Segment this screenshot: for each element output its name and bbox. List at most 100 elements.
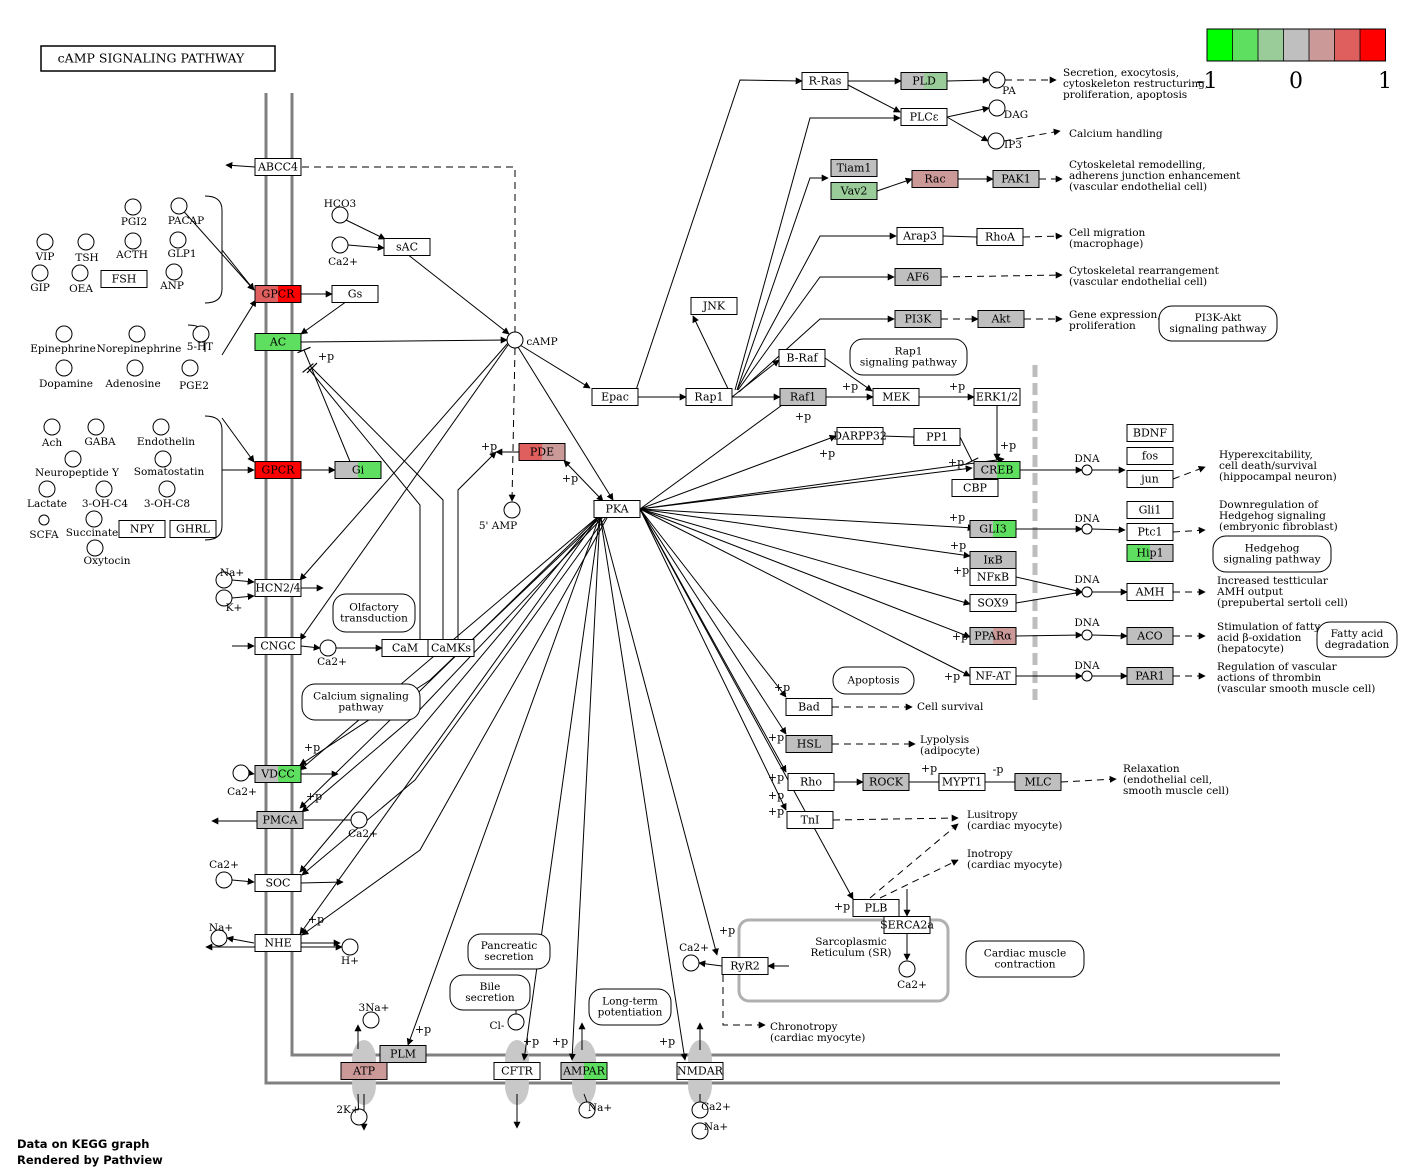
gene-node-ac[interactable]: AC xyxy=(254,333,302,351)
gene-node-pde[interactable]: PDE xyxy=(518,443,566,461)
gene-node-tni[interactable]: TnI xyxy=(786,811,834,829)
gene-node-gpcr1[interactable]: GPCR xyxy=(254,285,302,303)
gene-node-ppara[interactable]: PPARα xyxy=(969,627,1017,645)
gene-node-cbp[interactable]: CBP xyxy=(951,479,999,497)
gene-node-ampar[interactable]: AMPAR xyxy=(560,1062,608,1080)
gene-node-nfat[interactable]: NF-AT xyxy=(969,667,1017,685)
edge xyxy=(299,514,604,766)
gene-node-serca[interactable]: SERCA2a xyxy=(880,916,934,934)
gene-node-af6[interactable]: AF6 xyxy=(894,268,942,286)
gene-node-nmdar[interactable]: NMDAR xyxy=(676,1062,724,1080)
gene-node-cam[interactable]: CaM xyxy=(381,639,429,657)
gene-node-ryr2[interactable]: RyR2 xyxy=(721,957,769,975)
pathway-link-label: Hedgehog xyxy=(1245,543,1300,555)
gene-node-fos[interactable]: fos xyxy=(1126,447,1174,465)
outcome-label-surv: Cell survival xyxy=(917,701,984,713)
gene-label-gpcr1: GPCR xyxy=(262,288,296,301)
gene-node-abcc4[interactable]: ABCC4 xyxy=(254,158,302,176)
gene-node-cftr[interactable]: CFTR xyxy=(493,1062,541,1080)
compound-na_hcn: Na+ xyxy=(215,567,244,589)
gene-node-akt[interactable]: Akt xyxy=(977,310,1025,328)
gene-node-rras[interactable]: R-Ras xyxy=(801,72,849,90)
gene-node-gi[interactable]: Gi xyxy=(334,461,382,479)
gene-node-mek[interactable]: MEK xyxy=(872,388,920,406)
compound-gip: GIP xyxy=(30,264,50,294)
edge xyxy=(946,76,990,84)
gene-node-rho[interactable]: Rho xyxy=(787,773,835,791)
gene-node-gpcr2[interactable]: GPCR xyxy=(254,461,302,479)
gene-node-hsl[interactable]: HSL xyxy=(785,735,833,753)
gene-node-vdcc[interactable]: VDCC xyxy=(254,765,302,783)
gene-node-plm[interactable]: PLM xyxy=(379,1045,427,1063)
gene-node-plb[interactable]: PLB xyxy=(852,899,900,917)
gene-node-jun[interactable]: jun xyxy=(1126,470,1174,488)
gene-node-darpp32[interactable]: DARPP32 xyxy=(833,427,887,445)
outcome-label-line: Gene expression, xyxy=(1069,309,1161,321)
compound-label-ca_soc: Ca2+ xyxy=(209,859,239,871)
gene-node-rhoa[interactable]: RhoA xyxy=(976,228,1024,246)
phospho-minus-label: -p xyxy=(993,763,1004,776)
gene-node-ptc1[interactable]: Ptc1 xyxy=(1126,523,1174,541)
gene-node-gs[interactable]: Gs xyxy=(331,285,379,303)
gene-node-bdnf[interactable]: BDNF xyxy=(1126,424,1174,442)
gene-node-mypt1[interactable]: MYPT1 xyxy=(938,773,986,791)
gene-node-nhe[interactable]: NHE xyxy=(254,934,302,952)
pathway-link-apop[interactable]: Apoptosis xyxy=(832,666,915,695)
gene-node-tiam1[interactable]: Tiam1 xyxy=(830,159,878,177)
legend-tick: -1 xyxy=(1196,69,1217,94)
gene-node-aco[interactable]: ACO xyxy=(1126,627,1174,645)
gene-node-par1[interactable]: PAR1 xyxy=(1126,667,1174,685)
gene-node-npy[interactable]: NPY xyxy=(118,520,166,538)
gene-node-rac[interactable]: Rac xyxy=(911,170,959,188)
edge xyxy=(736,232,897,391)
gene-node-soc[interactable]: SOC xyxy=(254,874,302,892)
inhibition-bar xyxy=(302,363,314,373)
gene-node-pak1[interactable]: PAK1 xyxy=(992,170,1040,188)
gene-node-rock[interactable]: ROCK xyxy=(862,773,910,791)
gene-node-sox9[interactable]: SOX9 xyxy=(969,594,1017,612)
gene-node-fsh[interactable]: FSH xyxy=(100,270,148,288)
gene-node-erk[interactable]: ERK1/2 xyxy=(973,388,1021,406)
compound-k_hcn: K+ xyxy=(215,589,242,614)
gene-node-arap3[interactable]: Arap3 xyxy=(896,227,944,245)
gene-node-amh[interactable]: AMH xyxy=(1126,583,1174,601)
gene-node-atp[interactable]: ATP xyxy=(340,1062,388,1080)
edge xyxy=(345,219,386,240)
gene-node-cngc[interactable]: CNGC xyxy=(254,637,302,655)
gene-node-hip1[interactable]: Hip1 xyxy=(1126,544,1174,562)
gene-node-creb[interactable]: CREB xyxy=(973,461,1021,479)
gene-node-pp1[interactable]: PP1 xyxy=(913,428,961,446)
gene-node-sac[interactable]: sAC xyxy=(383,238,431,256)
compound-epi: Epinephrine xyxy=(30,325,96,355)
gene-node-camks[interactable]: CaMKs xyxy=(427,639,475,657)
gene-node-pi3k[interactable]: PI3K xyxy=(894,310,942,328)
gene-node-braf[interactable]: B-Raf xyxy=(778,349,826,367)
gene-node-plce[interactable]: PLCε xyxy=(900,108,948,126)
gene-node-ikb[interactable]: IκB xyxy=(969,551,1017,569)
gene-node-bad[interactable]: Bad xyxy=(785,698,833,716)
gene-node-jnk[interactable]: JNK xyxy=(690,297,738,315)
gene-node-gli3[interactable]: GLI3 xyxy=(969,520,1017,538)
gene-node-nfkb[interactable]: NFκB xyxy=(969,568,1017,586)
gene-node-gli1[interactable]: Gli1 xyxy=(1126,501,1174,519)
gene-node-raf1[interactable]: Raf1 xyxy=(779,388,827,406)
gene-node-pka[interactable]: PKA xyxy=(593,500,641,518)
gene-node-pld[interactable]: PLD xyxy=(900,72,948,90)
gene-node-rap1[interactable]: Rap1 xyxy=(685,388,733,406)
gene-node-epac[interactable]: Epac xyxy=(591,388,639,406)
gene-node-pmca[interactable]: PMCA xyxy=(256,811,304,829)
gene-node-mlc[interactable]: MLC xyxy=(1014,773,1062,791)
gene-node-ghrl[interactable]: GHRL xyxy=(169,520,217,538)
gene-node-vav2[interactable]: Vav2 xyxy=(830,182,878,200)
gene-node-hcn[interactable]: HCN2/4 xyxy=(254,579,302,597)
